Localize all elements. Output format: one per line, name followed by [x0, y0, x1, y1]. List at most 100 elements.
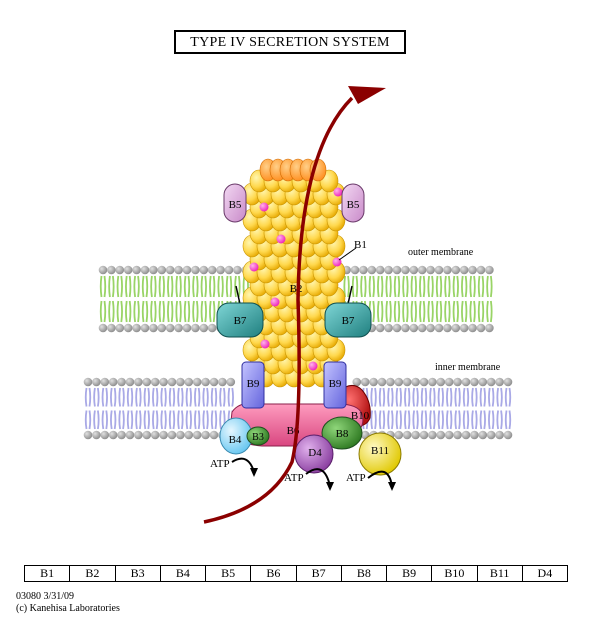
lipid-tail	[113, 410, 117, 430]
lipid-tail	[88, 387, 92, 407]
lipid-tail	[170, 300, 174, 323]
lipid-tail	[101, 387, 105, 407]
lipid-tail	[130, 410, 134, 430]
lipid-tail	[407, 387, 411, 407]
lipid-tail	[433, 387, 436, 407]
lipid-tail	[449, 410, 453, 430]
legend-cell-b4[interactable]: B4	[159, 565, 207, 582]
lipid-tail	[116, 300, 120, 323]
b7-left-protein: B7	[216, 302, 264, 338]
lipid-tail	[181, 387, 184, 407]
lipid-tail	[491, 387, 495, 407]
legend-cell-b5[interactable]: B5	[204, 565, 252, 582]
lipid-head	[157, 323, 167, 333]
lipid-tail	[486, 275, 489, 298]
lipid-head	[436, 430, 446, 440]
lipid-tail	[110, 387, 113, 407]
lipid-head	[115, 323, 125, 333]
secretion-path-arrow	[203, 96, 354, 524]
lipid-tail	[422, 275, 426, 298]
b4-label: B4	[229, 434, 242, 446]
lipid-tail	[370, 410, 373, 430]
lipid-head	[125, 377, 135, 387]
lipid-head	[100, 430, 110, 440]
lipid-tail	[145, 300, 149, 323]
legend-cell-b9[interactable]: B9	[385, 565, 433, 582]
b1-dot	[276, 234, 286, 244]
lipid-head	[226, 377, 236, 387]
lipid-tail	[125, 275, 128, 298]
lipid-tail	[449, 387, 453, 407]
lipid-tail	[139, 387, 142, 407]
lipid-tail	[406, 300, 409, 323]
lipid-tail	[162, 300, 165, 323]
diagram-title: TYPE IV SECRETION SYSTEM	[174, 30, 406, 54]
atp-arrow-3	[367, 470, 396, 491]
lipid-tail	[194, 410, 197, 430]
lipid-tail	[88, 410, 92, 430]
lipid-tail	[97, 410, 100, 430]
legend-cell-b6[interactable]: B6	[250, 565, 297, 582]
lipid-tail	[446, 410, 449, 430]
legend-cell-b3[interactable]: B3	[114, 565, 161, 582]
lipid-head	[132, 265, 141, 275]
lipid-tail	[471, 410, 474, 430]
lipid-tail	[504, 410, 508, 430]
b7-right-stalk	[347, 285, 353, 305]
lipid-tail	[133, 300, 136, 323]
lipid-tail	[414, 300, 417, 323]
lipid-tail	[431, 300, 434, 323]
legend-cell-d4[interactable]: D4	[521, 565, 569, 582]
lipid-tail	[385, 275, 388, 298]
legend-cell-b8[interactable]: B8	[340, 565, 388, 582]
lipid-tail	[500, 410, 503, 430]
lipid-tail	[407, 410, 411, 430]
lipid-head	[394, 430, 404, 440]
lipid-tail	[469, 275, 472, 298]
lipid-tail	[458, 410, 461, 430]
lipid-tail	[141, 275, 145, 298]
lipid-tail	[200, 300, 204, 323]
lipid-tail	[469, 300, 472, 323]
lipid-tail	[355, 275, 359, 298]
atp-label-2: ATP	[284, 472, 304, 484]
lipid-head	[207, 265, 217, 275]
b7-left-stalk	[235, 285, 241, 305]
b9-right-label: B9	[329, 378, 342, 390]
lipid-tail	[444, 275, 447, 298]
lipid-tail	[137, 275, 140, 298]
lipid-tail	[217, 275, 220, 298]
lipid-head	[453, 377, 462, 387]
lipid-tail	[234, 275, 237, 298]
lipid-head	[428, 430, 437, 440]
lipid-tail	[464, 275, 468, 298]
legend-cell-b2[interactable]: B2	[69, 565, 116, 582]
lipid-tail	[410, 275, 414, 298]
lipid-head	[224, 265, 234, 275]
lipid-tail	[183, 300, 187, 323]
inner-membrane	[83, 377, 513, 440]
d4-label: D4	[308, 447, 322, 459]
lipid-head	[384, 265, 393, 275]
lipid-tail	[152, 387, 155, 407]
lipid-tail	[197, 387, 201, 407]
lipid-tail	[113, 387, 117, 407]
lipid-tail	[105, 410, 108, 430]
b9-left-label: B9	[247, 378, 260, 390]
lipid-head	[352, 377, 362, 387]
lipid-head	[486, 430, 496, 440]
lipid-tail	[206, 387, 209, 407]
lipid-tail	[145, 275, 149, 298]
lipid-head	[392, 265, 402, 275]
legend-cell-b1[interactable]: B1	[23, 565, 71, 582]
legend-cell-b10[interactable]: B10	[431, 565, 478, 582]
lipid-tail	[368, 275, 372, 298]
lipid-tail	[486, 300, 489, 323]
b9-left-protein: B9	[241, 361, 265, 409]
lipid-head	[434, 323, 444, 333]
lipid-head	[149, 265, 158, 275]
lipid-tail	[377, 275, 380, 298]
legend-cell-b7[interactable]: B7	[295, 565, 342, 582]
legend-cell-b11[interactable]: B11	[476, 565, 523, 582]
